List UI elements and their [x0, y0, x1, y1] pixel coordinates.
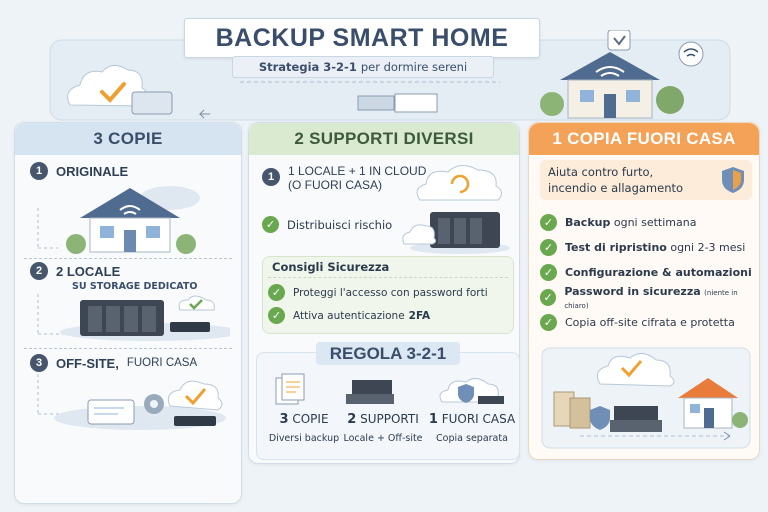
protection-line1: Aiuta contro furto,: [548, 165, 654, 179]
check-rest: Copia off-site cifrata e protetta: [565, 316, 735, 329]
panel-2-media-title: 2 SUPPORTI DIVERSI: [249, 123, 519, 155]
number-badge: 1: [30, 162, 48, 180]
copy-label: OFF-SITE,: [56, 355, 119, 371]
rule-col-offsite: 1 FUORI CASA Copia separata: [428, 412, 516, 444]
check-icon: ✓: [268, 307, 285, 324]
offsite-illustration: [541, 347, 751, 449]
tip-2fa: ✓ Attiva autenticazione 2FA: [268, 307, 430, 324]
copy-label: ORIGINALE: [56, 163, 129, 179]
check-note: (niente in chiaro): [564, 288, 738, 310]
shield-icon: [722, 167, 744, 193]
page-title: BACKUP SMART HOME: [215, 23, 509, 52]
number-badge: 3: [30, 354, 48, 372]
cloud-shield-icon: [439, 378, 504, 404]
check-bold: Backup: [565, 216, 611, 229]
rule-icons: [275, 373, 504, 405]
offsite-checklist: ✓ Backup ogni settimana ✓ Test di ripris…: [540, 210, 756, 335]
check-rest: ogni settimana: [613, 216, 697, 229]
rule-321-card: [256, 352, 520, 460]
protection-note: Aiuta contro furto, incendio e allagamen…: [540, 160, 752, 200]
tip-text: Proteggi l'accesso con password forti: [293, 286, 488, 299]
checklist-item: ✓ Test di ripristino ogni 2-3 mesi: [540, 235, 756, 260]
copy-label: 2 LOCALE: [56, 263, 121, 279]
top-illustration: [49, 30, 731, 121]
title-banner: BACKUP SMART HOME: [184, 18, 540, 58]
security-tips-title: Consigli Sicurezza: [272, 260, 390, 274]
checklist-item: ✓ Backup ogni settimana: [540, 210, 756, 235]
media-item-distribute: ✓ Distribuisci rischio: [262, 216, 392, 233]
cloud-sync-icon: [416, 165, 502, 201]
panel-offsite-title: 1 COPIA FUORI CASA: [529, 123, 759, 155]
check-icon: ✓: [540, 214, 557, 231]
subtitle-rest: per dormire sereni: [360, 60, 468, 74]
check-bold: Password in sicurezza: [564, 284, 701, 298]
rule-number: 3: [279, 412, 289, 427]
panel-3-copies-title: 3 COPIE: [15, 123, 241, 155]
documents-icon: [275, 373, 305, 405]
smart-house-icon: [540, 30, 704, 119]
check-rest: ogni 2-3 mesi: [670, 241, 746, 254]
nas-storage-icon: [37, 294, 230, 341]
copy-item-local: 2 2 LOCALE: [30, 262, 120, 280]
media-line1: 1 LOCALE + 1 IN CLOUD: [288, 164, 427, 178]
rule-word: FUORI CASA: [441, 412, 516, 426]
house-wifi-icon: [37, 186, 200, 254]
rule-sub: Diversi backup: [268, 433, 340, 444]
subtitle-banner: Strategia 3-2-1 per dormire sereni: [232, 56, 494, 78]
checklist-item: ✓ Password in sicurezza (niente in chiar…: [540, 285, 756, 310]
nas-icon: [346, 380, 394, 404]
check-icon: ✓: [268, 284, 285, 301]
check-icon: ✓: [540, 314, 557, 331]
subtitle-strategy: Strategia 3-2-1: [258, 60, 357, 74]
protection-line2: incendio e allagamento: [548, 181, 684, 195]
checklist-item: ✓ Copia off-site cifrata e protetta: [540, 310, 756, 335]
rule-sub: Locale + Off-site: [343, 433, 423, 444]
number-badge: 1: [262, 168, 280, 186]
check-icon: ✓: [540, 239, 557, 256]
check-icon: ✓: [540, 264, 557, 281]
number-badge: 2: [30, 262, 48, 280]
nas-cloud-icon: [402, 212, 510, 254]
check-bold: Configurazione & automazioni: [565, 266, 752, 279]
rule-number: 2: [347, 412, 357, 427]
rule-title-wrap: REGOLA 3-2-1: [256, 342, 520, 365]
distribute-label: Distribuisci rischio: [287, 217, 393, 232]
tip-text: Attiva autenticazione: [293, 309, 405, 322]
tip-bold: 2FA: [408, 309, 431, 322]
copy-sublabel: SU STORAGE DEDICATO: [72, 281, 198, 292]
check-icon: ✓: [262, 216, 279, 233]
rule-number: 1: [428, 412, 438, 427]
rule-col-copies: 3 COPIE Diversi backup: [262, 412, 346, 444]
panel-3-copies: 3 COPIE: [14, 122, 242, 504]
checklist-item: ✓ Configurazione & automazioni: [540, 260, 756, 285]
copy-sublabel: FUORI CASA: [126, 357, 198, 369]
copy-item-offsite: 3 OFF-SITE, FUORI CASA: [30, 354, 197, 372]
cloud-backup-icon: [37, 374, 226, 430]
media-item-local-cloud: 1 1 LOCALE + 1 IN CLOUD (O FUORI CASA): [262, 164, 426, 192]
cloud-check-icon: [67, 65, 148, 107]
tip-password: ✓ Proteggi l'accesso con password forti: [268, 284, 488, 301]
security-tips-card: [262, 256, 514, 334]
rule-title: REGOLA 3-2-1: [315, 342, 461, 365]
check-icon: ✓: [540, 289, 557, 306]
rule-word: SUPPORTI: [360, 412, 419, 426]
rule-sub: Copia separata: [436, 433, 508, 444]
rule-col-media: 2 SUPPORTI Locale + Off-site: [338, 412, 428, 444]
rule-word: COPIE: [292, 412, 329, 426]
copy-item-original: 1 ORIGINALE: [30, 162, 128, 180]
media-line2: (O FUORI CASA): [288, 178, 383, 192]
check-bold: Test di ripristino: [565, 241, 667, 254]
